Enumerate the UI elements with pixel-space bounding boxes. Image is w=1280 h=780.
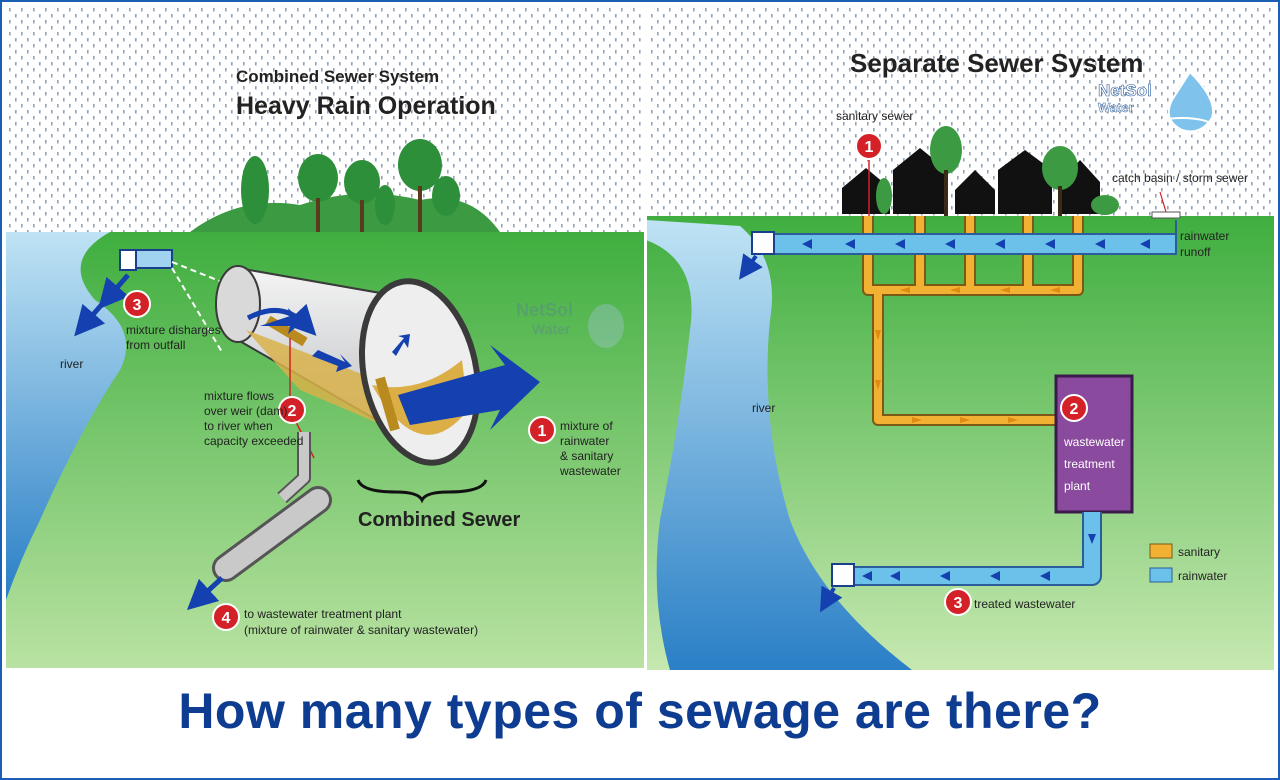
legend-label-rainwater: rainwater bbox=[1178, 569, 1227, 583]
legend: sanitary rainwater bbox=[1149, 543, 1227, 583]
svg-text:(mixture of rainwater & sanita: (mixture of rainwater & sanitary wastewa… bbox=[244, 623, 478, 637]
river-right bbox=[646, 220, 912, 670]
separate-marker-2: 2 bbox=[1060, 394, 1088, 422]
svg-text:wastewater: wastewater bbox=[1063, 435, 1125, 449]
separate-sewer-panel: wastewater treatment plant 1 2 bbox=[646, 6, 1274, 670]
combined-title-line1: Combined Sewer System bbox=[236, 67, 439, 86]
tree-line bbox=[190, 139, 500, 232]
svg-text:3: 3 bbox=[954, 595, 963, 612]
combined-marker-4: 4 bbox=[212, 603, 240, 631]
runoff-label-line2: runoff bbox=[1180, 245, 1211, 259]
svg-text:NetSol: NetSol bbox=[1098, 81, 1152, 100]
svg-text:rainwater: rainwater bbox=[560, 434, 609, 448]
svg-text:to river when: to river when bbox=[204, 419, 273, 433]
svg-text:NetSol: NetSol bbox=[516, 300, 573, 320]
netsol-watermark: NetSol Water bbox=[516, 300, 624, 348]
svg-text:plant: plant bbox=[1064, 479, 1091, 493]
svg-text:3: 3 bbox=[133, 297, 142, 314]
separate-title: Separate Sewer System bbox=[850, 48, 1143, 78]
separate-marker-1: 1 bbox=[855, 132, 883, 216]
stormwater-pipe bbox=[769, 233, 1177, 255]
discharge-arrows bbox=[74, 273, 130, 337]
effluent-outfall bbox=[831, 563, 855, 587]
combined-step-4-text: to wastewater treatment plant (mixture o… bbox=[244, 607, 478, 637]
netsol-logo: NetSol Water bbox=[1098, 70, 1214, 135]
legend-label-sanitary: sanitary bbox=[1178, 545, 1220, 559]
effluent-flow-arrows bbox=[862, 534, 1096, 581]
treated-wastewater-label: treated wastewater bbox=[974, 597, 1075, 611]
combined-marker-1: 1 bbox=[528, 416, 556, 444]
svg-text:capacity exceeded: capacity exceeded bbox=[204, 434, 303, 448]
combined-sewer-label: Combined Sewer bbox=[358, 509, 520, 531]
separate-river-label: river bbox=[752, 401, 775, 415]
headline: How many types of sewage are there? bbox=[178, 683, 1102, 739]
runoff-label-line1: rainwater bbox=[1180, 229, 1229, 243]
svg-text:2: 2 bbox=[288, 403, 297, 420]
combined-step-1-text: mixture of rainwater & sanitary wastewat… bbox=[559, 419, 621, 478]
sanitary-flow-arrows bbox=[875, 287, 1060, 423]
svg-text:Water: Water bbox=[1098, 100, 1134, 115]
catch-basin-label: catch basin / storm sewer bbox=[1112, 171, 1248, 185]
svg-text:from outfall: from outfall bbox=[126, 338, 185, 352]
trees-right bbox=[876, 126, 1119, 216]
svg-text:2: 2 bbox=[1070, 401, 1079, 418]
sanitary-sewer-label: sanitary sewer bbox=[836, 109, 913, 123]
outfall-end bbox=[119, 249, 137, 271]
svg-text:to wastewater treatment plant: to wastewater treatment plant bbox=[244, 607, 402, 621]
legend-swatch-rainwater bbox=[1149, 567, 1173, 583]
combined-marker-3: 3 bbox=[123, 290, 151, 318]
svg-text:Water: Water bbox=[532, 321, 571, 337]
combined-marker-2: 2 bbox=[278, 396, 306, 424]
combined-step-3-text: mixture disharges from outfall bbox=[126, 323, 221, 352]
svg-text:mixture of: mixture of bbox=[560, 419, 613, 433]
separate-marker-3: 3 bbox=[944, 588, 972, 616]
treatment-plant-label: wastewater treatment plant bbox=[1063, 435, 1125, 493]
combined-title-line2: Heavy Rain Operation bbox=[236, 92, 496, 120]
svg-text:mixture disharges: mixture disharges bbox=[126, 323, 221, 337]
panel-divider bbox=[644, 6, 647, 670]
legend-swatch-sanitary bbox=[1149, 543, 1173, 559]
svg-text:4: 4 bbox=[222, 610, 231, 627]
svg-text:treatment: treatment bbox=[1064, 457, 1115, 471]
catch-basin-grate bbox=[1151, 211, 1181, 219]
svg-text:wastewater: wastewater bbox=[559, 464, 621, 478]
storm-outfall bbox=[751, 231, 775, 255]
combined-sewer-brace bbox=[356, 479, 488, 504]
combined-sewer-panel: Combined Sewer System Heavy Rain Operati… bbox=[6, 6, 646, 668]
svg-text:& sanitary: & sanitary bbox=[560, 449, 613, 463]
storm-flow-arrows bbox=[802, 239, 1150, 249]
houses bbox=[842, 148, 1100, 214]
svg-text:mixture flows: mixture flows bbox=[204, 389, 274, 403]
combined-river-label: river bbox=[60, 357, 83, 371]
svg-text:1: 1 bbox=[538, 423, 547, 440]
svg-text:over weir (dam): over weir (dam) bbox=[204, 404, 287, 418]
svg-text:1: 1 bbox=[865, 139, 874, 156]
combined-step-2-text: mixture flows over weir (dam) to river w… bbox=[204, 389, 303, 448]
